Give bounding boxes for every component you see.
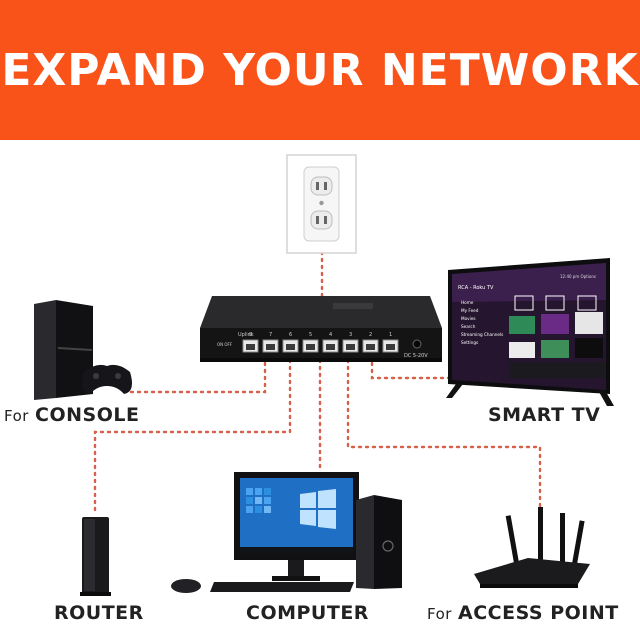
- label-console: For CONSOLE: [4, 404, 139, 426]
- ethernet-port-socket: [326, 344, 335, 350]
- switch-power-label: DC 5-20V: [404, 353, 428, 359]
- cable-router: [93, 358, 292, 516]
- tv-menu-item: Home: [461, 300, 474, 305]
- monitor-icon: [234, 472, 359, 581]
- port-number: 3: [349, 332, 352, 338]
- label-access-point-main: ACCESS POINT: [458, 602, 619, 624]
- label-router: ROUTER: [54, 602, 144, 624]
- port-number: 8: [249, 332, 252, 338]
- label-console-main: CONSOLE: [35, 404, 140, 426]
- power-jack: [412, 339, 422, 349]
- port-number: 2: [369, 332, 372, 338]
- ethernet-port-socket: [266, 344, 275, 350]
- banner-title: EXPAND YOUR NETWORK: [1, 44, 639, 96]
- label-access-point-prefix: For: [427, 605, 452, 623]
- ethernet-port-socket: [306, 344, 315, 350]
- tv-brand-text: RCA - Roku TV: [458, 285, 494, 291]
- cables: [93, 250, 542, 516]
- port-number: 4: [329, 332, 332, 338]
- port-number: 6: [289, 332, 292, 338]
- network-switch-icon: 8 7 6 5 4 3 2 1 Uplink DC 5-20V ON OFF: [200, 296, 442, 362]
- tv-menu-item: Search: [461, 324, 476, 329]
- pc-tower-icon: [356, 495, 402, 589]
- network-scene: 8 7 6 5 4 3 2 1 Uplink DC 5-20V ON OFF RCA - Ro…: [34, 154, 614, 596]
- mouse-icon: [171, 579, 201, 593]
- cable-tv: [370, 354, 462, 380]
- cable-access-point: [346, 358, 542, 512]
- ethernet-port-socket: [386, 344, 395, 350]
- wifi-router-icon: [474, 507, 590, 588]
- label-computer-main: COMPUTER: [246, 602, 369, 624]
- switch-onoff-label: ON OFF: [217, 342, 233, 347]
- smart-tv-icon: RCA - Roku TV 12:40 pm Options Home My Fe…: [446, 258, 614, 406]
- ethernet-port-socket: [346, 344, 355, 350]
- cable-modem-icon: [80, 517, 111, 596]
- wall-outlet-icon: [286, 154, 357, 254]
- tv-menu-item: Settings: [461, 340, 478, 345]
- switch-uplink-label: Uplink: [238, 332, 254, 338]
- gamepad-icon: [82, 364, 132, 394]
- tv-menu-item: My Feed: [461, 308, 479, 313]
- label-smart-tv-main: SMART TV: [488, 404, 601, 426]
- keyboard-icon: [210, 582, 354, 592]
- port-number: 1: [389, 332, 392, 338]
- tv-clock-text: 12:40 pm Options: [560, 274, 596, 279]
- cable-console: [128, 354, 267, 394]
- label-access-point: For ACCESS POINT: [427, 602, 619, 624]
- port-number: 5: [309, 332, 312, 338]
- ethernet-port-socket: [286, 344, 295, 350]
- label-computer: COMPUTER: [246, 602, 369, 624]
- label-console-prefix: For: [4, 407, 29, 425]
- switch-ports: 8 7 6 5 4 3 2 1: [242, 332, 399, 353]
- tv-menu-item: Movies: [461, 316, 476, 321]
- banner: EXPAND YOUR NETWORK: [0, 0, 640, 140]
- ethernet-port-socket: [366, 344, 375, 350]
- port-number: 7: [269, 332, 272, 338]
- label-router-main: ROUTER: [54, 602, 144, 624]
- ethernet-port-socket: [246, 344, 255, 350]
- label-smart-tv: SMART TV: [488, 404, 600, 426]
- tv-menu-item: Streaming Channels: [461, 332, 503, 337]
